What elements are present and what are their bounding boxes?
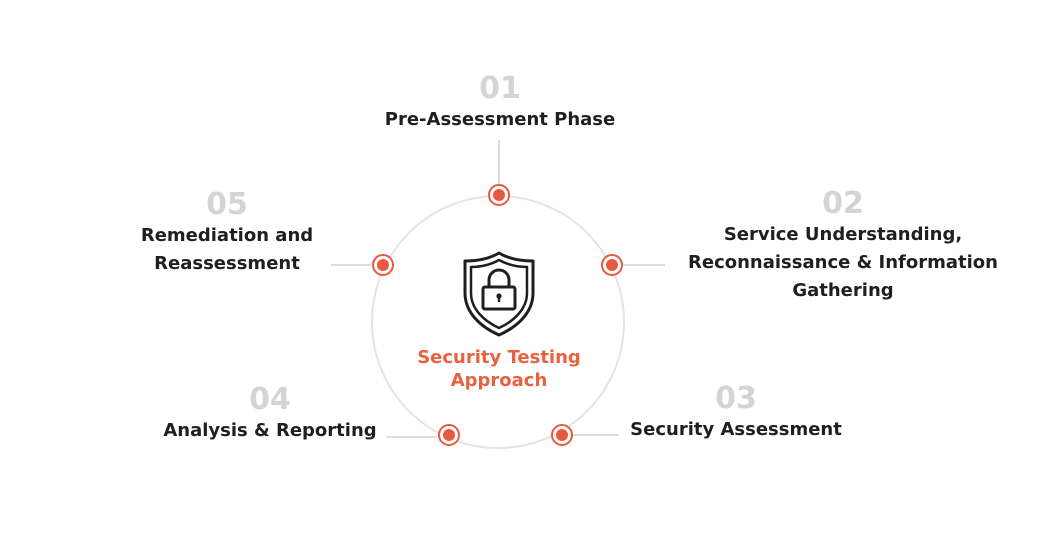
node-05 (372, 254, 394, 276)
step-number: 01 (479, 71, 521, 106)
step-02: 02 Service Understanding, Reconnaissance… (673, 187, 1013, 305)
step-label: Analysis & Reporting (163, 420, 377, 441)
step-number: 04 (249, 382, 291, 417)
connector-02 (623, 264, 665, 266)
step-03: 03 Security Assessment (616, 382, 856, 444)
connector-05 (331, 264, 371, 266)
center-title-line1: Security Testing (417, 347, 581, 368)
connector-01 (498, 140, 500, 184)
step-label-line1: Remediation and (140, 225, 314, 246)
step-label-line1: Service Understanding, (723, 224, 963, 245)
step-04: 04 Analysis & Reporting (150, 383, 390, 445)
step-number: 03 (715, 381, 757, 416)
node-03 (551, 424, 573, 446)
step-05: 05 Remediation and Reassessment (117, 188, 337, 278)
step-label-line2: Reconnaissance & Information (688, 252, 998, 273)
node-04 (438, 424, 460, 446)
step-01: 01 Pre-Assessment Phase (340, 72, 660, 134)
step-label: Security Assessment (630, 419, 842, 440)
connector-04 (387, 436, 437, 438)
step-label-line2: Reassessment (154, 253, 300, 274)
shield-lock-icon (463, 251, 535, 337)
step-number: 02 (822, 186, 864, 221)
step-number: 05 (206, 187, 248, 222)
center-title: Security Testing Approach (399, 346, 599, 392)
node-02 (601, 254, 623, 276)
step-label-line3: Gathering (792, 280, 894, 301)
connector-03 (573, 434, 619, 436)
node-01 (488, 184, 510, 206)
center-title-line2: Approach (450, 370, 548, 391)
step-label: Pre-Assessment Phase (384, 109, 616, 130)
